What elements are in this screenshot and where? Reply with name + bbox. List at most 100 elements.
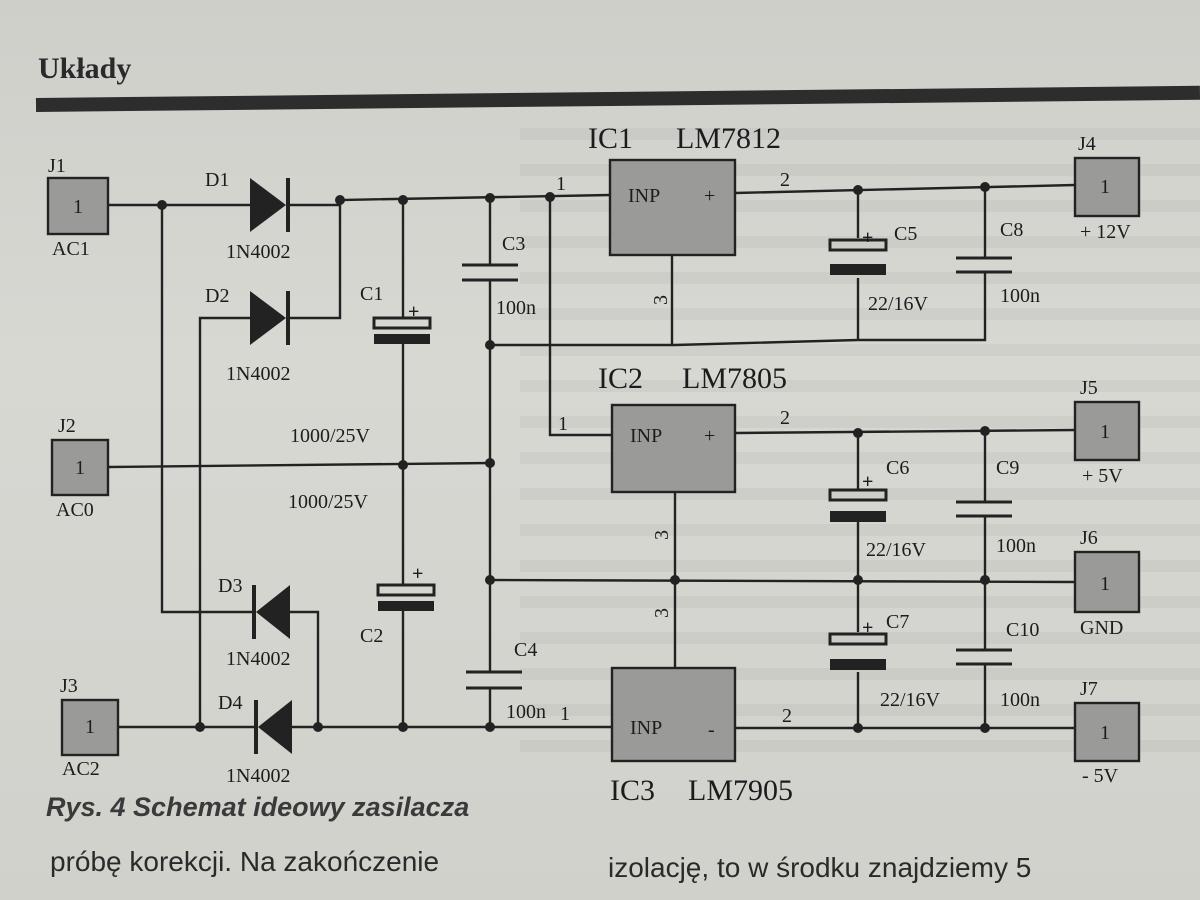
junction-dot — [485, 193, 495, 203]
junction-dot — [485, 458, 495, 468]
regulator-part: LM7805 — [682, 362, 787, 395]
junction-dot — [980, 723, 990, 733]
connector-id: J5 — [1080, 377, 1098, 399]
regulator-name: IC3 — [610, 774, 655, 807]
junction-dot — [980, 426, 990, 436]
pin-number: 3 — [651, 530, 673, 540]
connector-id: J1 — [48, 155, 66, 177]
connector-id: J4 — [1078, 133, 1096, 155]
connector-j5: J5 1 + 5V — [1073, 377, 1141, 487]
connector-j1: J1 1 AC1 — [46, 155, 110, 260]
junction-dot — [335, 195, 345, 205]
regulator-polarity: + — [704, 425, 715, 447]
junction-dot — [545, 192, 555, 202]
diode-id: D4 — [218, 692, 242, 714]
regulator-part: LM7812 — [676, 122, 781, 155]
diode-d2: D2 1N4002 — [205, 285, 290, 385]
capacitor-c9: C9 100n — [956, 457, 1036, 557]
connector-j3: J3 1 AC2 — [60, 675, 120, 780]
capacitor-id: C8 — [1000, 219, 1023, 241]
diode-id: D1 — [205, 169, 229, 191]
regulator-name: IC2 — [598, 362, 643, 395]
plus-mark: + — [862, 617, 873, 639]
junction-dot — [853, 185, 863, 195]
diode-part: 1N4002 — [226, 765, 290, 787]
regulator-input-label: INP — [630, 717, 662, 739]
regulator-ic3: INP - IC3 LM7905 1 2 3 — [560, 608, 793, 807]
capacitor-c6: + C6 22/16V — [828, 457, 927, 561]
capacitor-c8: C8 100n — [956, 219, 1040, 307]
connector-signal: - 5V — [1082, 765, 1119, 787]
pin-number: 1 — [558, 413, 568, 435]
junction-dot — [313, 722, 323, 732]
junction-dot — [485, 340, 495, 350]
capacitor-value: 22/16V — [866, 539, 927, 561]
figure-caption: Rys. 4 Schemat ideowy zasilacza — [46, 792, 470, 822]
junction-dot — [485, 575, 495, 585]
capacitor-c2: + C2 1000/25V — [288, 491, 436, 647]
connector-signal: GND — [1080, 617, 1123, 639]
connector-signal: + 5V — [1082, 465, 1123, 487]
junction-dot — [195, 722, 205, 732]
capacitor-c1: + C1 1000/25V — [290, 283, 432, 447]
junction-dot — [157, 200, 167, 210]
capacitor-c5: + C5 22/16V — [828, 223, 929, 315]
pin-number: 1 — [560, 703, 570, 725]
connector-signal: AC0 — [56, 499, 94, 521]
capacitor-id: C2 — [360, 625, 383, 647]
capacitor-value: 100n — [496, 297, 536, 319]
diode-d4: D4 1N4002 — [218, 692, 292, 787]
regulator-ic2: INP + IC2 LM7805 1 2 3 — [558, 362, 790, 540]
regulator-input-label: INP — [628, 185, 660, 207]
plus-mark: + — [412, 563, 423, 585]
connector-signal: AC1 — [52, 238, 90, 260]
plus-mark: + — [408, 301, 419, 323]
connector-id: J3 — [60, 675, 78, 697]
junction-dot — [398, 460, 408, 470]
junction-dot — [485, 722, 495, 732]
connector-pin: 1 — [85, 716, 95, 738]
connector-pin: 1 — [1100, 421, 1110, 443]
junction-dot — [853, 723, 863, 733]
plus-mark: + — [862, 471, 873, 493]
regulator-ic1: INP + IC1 LM7812 1 2 3 — [556, 122, 790, 305]
left-column-text: próbę korekcji. Na zakończenie — [50, 846, 440, 877]
regulator-name: IC1 — [588, 122, 633, 155]
capacitor-c7: + C7 22/16V — [828, 611, 941, 711]
right-column-text: izolację, to w środku znajdziemy 5 — [608, 852, 1032, 883]
connector-signal: AC2 — [62, 758, 100, 780]
junction-dot — [853, 575, 863, 585]
junction-dot — [980, 575, 990, 585]
diode-id: D3 — [218, 575, 242, 597]
junction-dot — [670, 575, 680, 585]
capacitor-value: 1000/25V — [290, 425, 371, 447]
regulator-part: LM7905 — [688, 774, 793, 807]
connector-pin: 1 — [73, 196, 83, 218]
pin-number: 1 — [556, 173, 566, 195]
connector-id: J7 — [1080, 678, 1098, 700]
capacitor-id: C6 — [886, 457, 909, 479]
plus-mark: + — [862, 227, 873, 249]
regulator-polarity: - — [708, 719, 715, 741]
capacitor-id: C1 — [360, 283, 383, 305]
junction-dot — [398, 195, 408, 205]
connector-pin: 1 — [1100, 722, 1110, 744]
capacitor-id: C5 — [894, 223, 917, 245]
connector-pin: 1 — [1100, 573, 1110, 595]
connector-pin: 1 — [75, 457, 85, 479]
capacitor-value: 100n — [1000, 689, 1040, 711]
capacitor-c10: C10 100n — [956, 619, 1040, 711]
capacitor-id: C7 — [886, 611, 909, 633]
diode-d1: D1 1N4002 — [205, 169, 290, 263]
junction-dots — [157, 182, 990, 733]
capacitor-value: 1000/25V — [288, 491, 369, 513]
connector-j7: J7 1 - 5V — [1073, 678, 1141, 787]
pin-number: 3 — [650, 295, 672, 305]
capacitor-id: C9 — [996, 457, 1019, 479]
junction-dot — [398, 722, 408, 732]
capacitor-value: 100n — [506, 701, 546, 723]
junction-dot — [980, 182, 990, 192]
diode-part: 1N4002 — [226, 363, 290, 385]
pin-number: 2 — [780, 169, 790, 191]
